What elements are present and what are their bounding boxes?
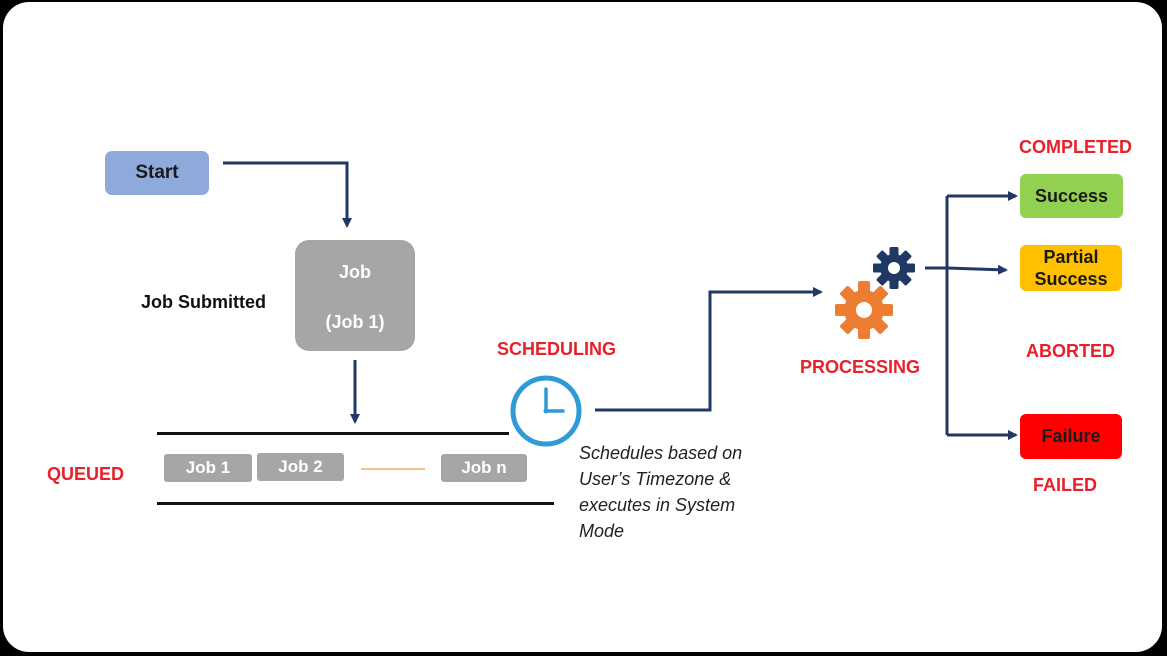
success-node: Success: [1020, 174, 1123, 218]
aborted-label: ABORTED: [1026, 341, 1115, 361]
queue-job-1: Job 1: [164, 454, 252, 482]
queue-top-rule: [157, 432, 509, 435]
queue-job-1-label: Job 1: [185, 458, 231, 477]
queue-job-2: Job 2: [257, 453, 344, 481]
job-id: (Job 1): [325, 312, 385, 332]
queue-job-2-label: Job 2: [278, 457, 323, 476]
scheduling-label: SCHEDULING: [497, 339, 617, 359]
arrow-to-partial: [946, 264, 1008, 275]
start-label: Start: [135, 162, 179, 183]
failure-label: Failure: [1041, 426, 1101, 446]
failure-node: Failure: [1020, 414, 1122, 459]
queue-job-n: Job n: [441, 454, 527, 482]
partial-line-1: Partial: [1043, 247, 1099, 267]
queued-label: QUEUED: [47, 464, 125, 484]
queue-bottom-rule: [157, 502, 554, 505]
partial-success-node: Partial Success: [1020, 245, 1122, 291]
arrow-scheduling-to-processing: [595, 287, 823, 412]
partial-line-2: Success: [1034, 269, 1108, 289]
start-node: Start: [105, 151, 209, 195]
failed-label: FAILED: [1033, 475, 1098, 495]
clock-icon: [510, 375, 582, 447]
gear-small-icon: [873, 247, 915, 289]
job-node: Job (Job 1): [295, 240, 415, 351]
job-title: Job: [338, 262, 371, 282]
connector-arrows: [223, 161, 1018, 470]
success-label: Success: [1034, 185, 1109, 206]
diagram-canvas: Start Job (Job 1) Job Submitted QUEUED J…: [3, 2, 1162, 652]
gear-large-icon: [835, 281, 893, 339]
job-submitted-label: Job Submitted: [141, 292, 266, 312]
processing-label: PROCESSING: [800, 357, 921, 377]
queue-job-n-label: Job n: [461, 458, 507, 477]
completed-label: COMPLETED: [1019, 137, 1133, 157]
arrow-start-to-job: [223, 161, 352, 228]
scheduling-note: Schedules based on User’s Timezone & exe…: [579, 443, 743, 541]
